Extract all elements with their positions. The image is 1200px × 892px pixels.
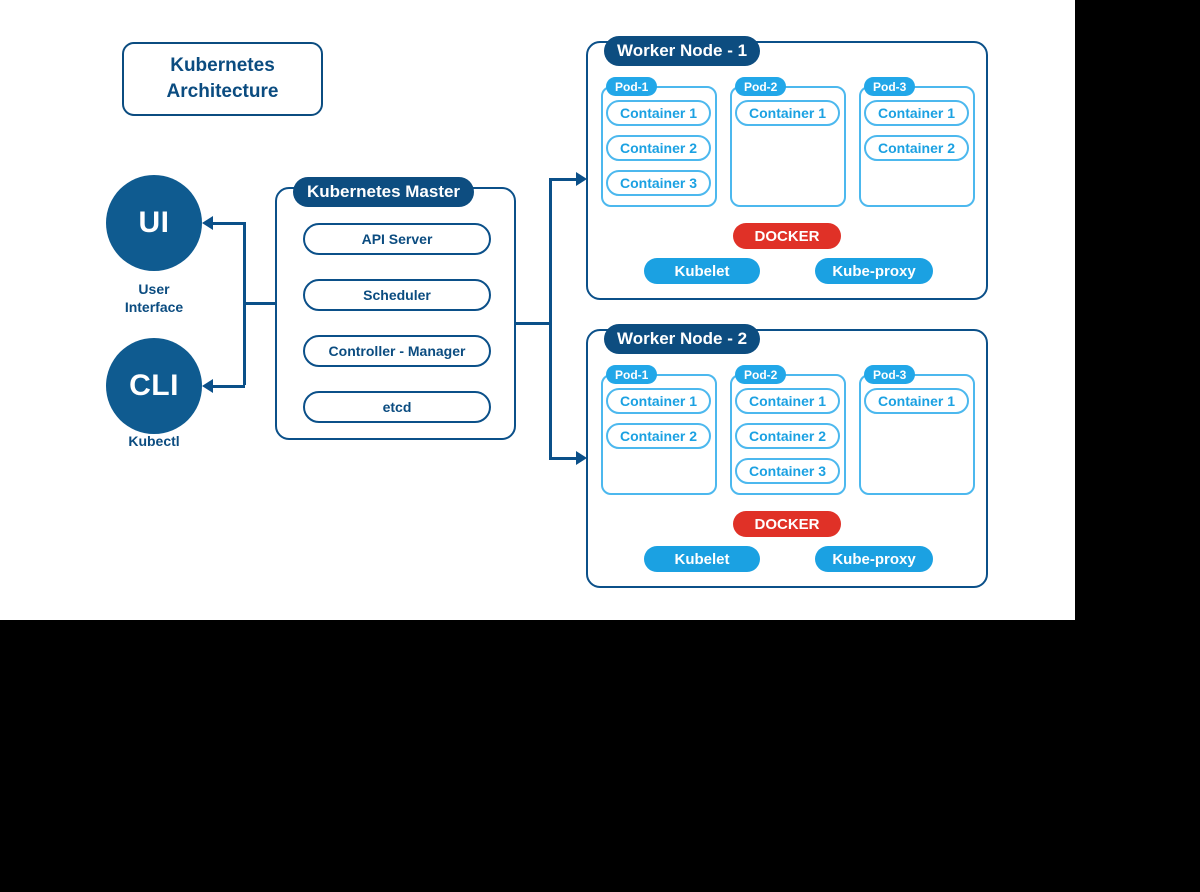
connector-to-cli bbox=[212, 385, 245, 388]
container-pill[interactable]: Container 2 bbox=[606, 135, 711, 161]
master-component-etcd[interactable]: etcd bbox=[303, 391, 491, 423]
cli-caption: Kubectl bbox=[89, 432, 219, 450]
cli-node[interactable]: CLI bbox=[106, 338, 202, 434]
diagram-canvas: Kubernetes Architecture UI User Interfac… bbox=[0, 0, 1075, 620]
worker-node-2-pod-2-label: Pod-2 bbox=[735, 365, 787, 384]
container-pill[interactable]: Container 1 bbox=[735, 388, 840, 414]
container-pill[interactable]: Container 1 bbox=[606, 100, 711, 126]
title-line-2: Architecture bbox=[166, 81, 279, 102]
arrow-to-worker-node-1-icon bbox=[576, 172, 587, 186]
master-component-controller-manager[interactable]: Controller - Manager bbox=[303, 335, 491, 367]
container-pill[interactable]: Container 2 bbox=[864, 135, 969, 161]
ui-caption-line-2: Interface bbox=[124, 299, 184, 315]
cli-caption-line-1: Kubectl bbox=[128, 433, 180, 449]
worker-node-1-badge: Worker Node - 1 bbox=[604, 36, 761, 66]
arrow-to-worker-node-2-icon bbox=[576, 451, 587, 465]
worker-node-1-kube-proxy[interactable]: Kube-proxy bbox=[815, 258, 933, 284]
diagram-title: Kubernetes Architecture bbox=[122, 42, 323, 116]
title-line-1: Kubernetes bbox=[170, 55, 275, 76]
connector-to-ui bbox=[212, 222, 245, 225]
worker-node-1-pod-1-label: Pod-1 bbox=[606, 77, 658, 96]
master-badge: Kubernetes Master bbox=[293, 177, 475, 207]
worker-node-1-docker-runtime[interactable]: DOCKER bbox=[733, 223, 841, 249]
worker-node-2-pod-1-label: Pod-1 bbox=[606, 365, 658, 384]
master-component-scheduler[interactable]: Scheduler bbox=[303, 279, 491, 311]
arrow-to-ui-icon bbox=[202, 216, 213, 230]
ui-label: UI bbox=[138, 206, 170, 239]
connector-right-trunk bbox=[549, 178, 552, 459]
worker-node-2-pod-3-label: Pod-3 bbox=[864, 365, 916, 384]
worker-node-1-kubelet[interactable]: Kubelet bbox=[644, 258, 760, 284]
worker-node-1-pod-2-label: Pod-2 bbox=[735, 77, 787, 96]
ui-node[interactable]: UI bbox=[106, 175, 202, 271]
worker-node-2-kubelet[interactable]: Kubelet bbox=[644, 546, 760, 572]
container-pill[interactable]: Container 1 bbox=[735, 100, 840, 126]
cli-label: CLI bbox=[129, 369, 179, 402]
worker-node-2-kube-proxy[interactable]: Kube-proxy bbox=[815, 546, 933, 572]
worker-node-2-badge: Worker Node - 2 bbox=[604, 324, 761, 354]
container-pill[interactable]: Container 1 bbox=[606, 388, 711, 414]
worker-node-1-pod-3-label: Pod-3 bbox=[864, 77, 916, 96]
container-pill[interactable]: Container 1 bbox=[864, 100, 969, 126]
connector-to-worker-node-1 bbox=[549, 178, 578, 181]
ui-caption-line-1: User bbox=[138, 281, 170, 297]
connector-to-worker-node-2 bbox=[549, 457, 578, 460]
connector-left-trunk bbox=[243, 222, 246, 385]
container-pill[interactable]: Container 3 bbox=[606, 170, 711, 196]
container-pill[interactable]: Container 2 bbox=[735, 423, 840, 449]
worker-node-2-docker-runtime[interactable]: DOCKER bbox=[733, 511, 841, 537]
connector-master-right-stub bbox=[516, 322, 551, 325]
container-pill[interactable]: Container 2 bbox=[606, 423, 711, 449]
arrow-to-cli-icon bbox=[202, 379, 213, 393]
ui-caption: User Interface bbox=[89, 280, 219, 316]
container-pill[interactable]: Container 3 bbox=[735, 458, 840, 484]
container-pill[interactable]: Container 1 bbox=[864, 388, 969, 414]
connector-master-left-stub bbox=[243, 302, 277, 305]
master-component-api-server[interactable]: API Server bbox=[303, 223, 491, 255]
